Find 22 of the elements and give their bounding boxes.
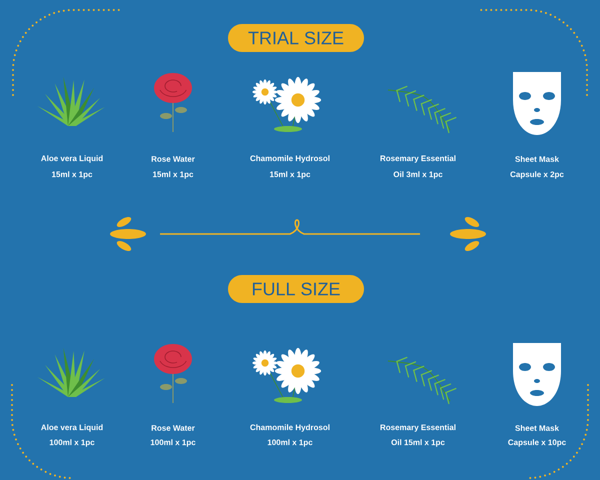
product-label: Sheet Mask [515,425,559,431]
product-label: Chamomile Hydrosol [250,155,330,163]
product-label: Chamomile Hydrosol [250,424,330,432]
product-label: 100ml x 1pc [50,439,94,447]
product-label: 15ml x 1pc [153,171,194,179]
product-label: Sheet Mask [515,156,559,162]
product-label: 100ml x 1pc [150,439,196,447]
title-badge: TRIAL SIZE [228,24,364,52]
product-label: 15ml x 1pc [270,171,310,179]
title-badge: FULL SIZE [228,275,364,303]
product-label: Capsule x 10pc [508,439,566,447]
product-label: Rosemary Essential [380,155,456,163]
product-label: Rosemary Essential [380,424,456,432]
product-label: Aloe vera Liquid [41,424,103,432]
product-label: Rose Water [152,156,195,162]
product-label: Oil 3ml x 1pc [394,171,442,179]
product-label: Capsule x 2pc [510,171,564,179]
product-label: Oil 15ml x 1pc [391,439,445,447]
product-label: 100ml x 1pc [268,439,312,447]
product-label: Rose Water [152,425,195,431]
product-label: Aloe vera Liquid [41,155,103,163]
product-label: 15ml x 1pc [52,171,92,179]
